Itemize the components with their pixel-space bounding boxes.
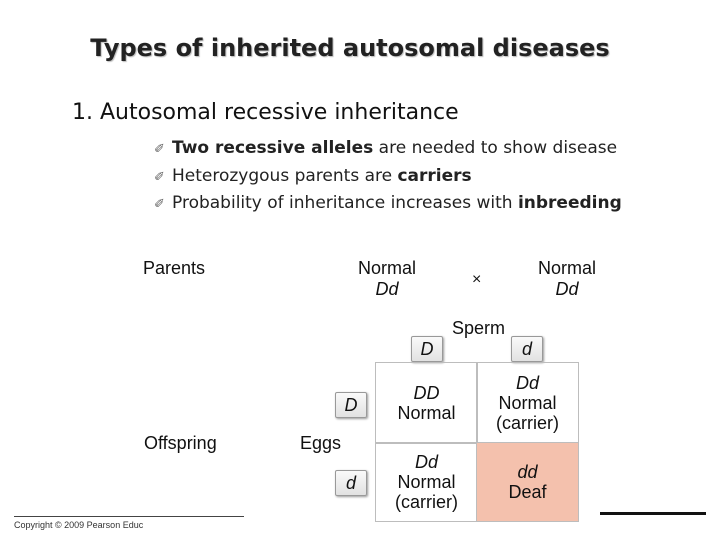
section-heading: 1. Autosomal recessive inheritance xyxy=(72,100,459,125)
slide-title: Types of inherited autosomal diseases xyxy=(90,34,610,62)
bullet-1-bold: Two recessive alleles xyxy=(172,138,374,158)
decorative-line xyxy=(600,512,706,515)
cell-dd: dd Deaf xyxy=(476,442,579,522)
bullet-3-pre: Probability of inheritance increases wit… xyxy=(172,193,518,213)
cell-Dd-bottom-note: (carrier) xyxy=(395,492,458,512)
cell-Dd-bottom-phenotype: Normal xyxy=(397,472,456,492)
parent2: Normal Dd xyxy=(520,258,614,300)
cell-Dd-top-note: (carrier) xyxy=(496,413,559,433)
bullet-1: ✐ Two recessive alleles are needed to sho… xyxy=(154,138,617,158)
triangle-bullet-icon: ✐ xyxy=(154,197,165,212)
bullet-3: ✐ Probability of inheritance increases wi… xyxy=(154,193,622,213)
footer-divider xyxy=(14,516,244,517)
cell-Dd-top-genotype: Dd xyxy=(515,373,539,393)
parent2-phenotype: Normal xyxy=(537,258,596,278)
cell-DD-genotype: DD xyxy=(413,383,440,403)
parents-label: Parents xyxy=(143,258,206,278)
parent1-genotype: Dd xyxy=(375,279,399,299)
cell-Dd-bottom: Dd Normal (carrier) xyxy=(375,442,478,522)
parent1: Normal Dd xyxy=(340,258,434,300)
egg-allele-D: D xyxy=(335,392,367,418)
sperm-label: Sperm xyxy=(452,318,506,338)
bullet-1-post: are needed to show disease xyxy=(373,138,618,158)
bullet-2: ✐ Heterozygous parents are carriers xyxy=(154,166,472,186)
triangle-bullet-icon: ✐ xyxy=(154,142,165,157)
bullet-2-pre: Heterozygous parents are xyxy=(172,166,398,186)
parent1-phenotype: Normal xyxy=(357,258,416,278)
cell-Dd-bottom-genotype: Dd xyxy=(414,452,438,472)
cell-Dd-top-phenotype: Normal xyxy=(498,393,557,413)
cell-DD: DD Normal xyxy=(375,362,478,444)
eggs-label: Eggs xyxy=(300,433,342,453)
egg-allele-d: d xyxy=(335,470,367,496)
cross-symbol: × xyxy=(472,271,482,288)
sperm-allele-d: d xyxy=(511,336,543,362)
cell-Dd-top: Dd Normal (carrier) xyxy=(476,362,579,444)
parent2-genotype: Dd xyxy=(555,279,579,299)
offspring-label: Offspring xyxy=(144,433,217,453)
bullet-2-bold: carriers xyxy=(397,166,472,186)
cell-dd-genotype: dd xyxy=(517,462,538,482)
cell-dd-phenotype: Deaf xyxy=(508,482,547,502)
cell-DD-phenotype: Normal xyxy=(397,403,456,423)
bullet-3-bold: inbreeding xyxy=(517,193,622,213)
sperm-allele-D: D xyxy=(411,336,443,362)
copyright-footer: Copyright © 2009 Pearson Educ xyxy=(14,520,144,530)
triangle-bullet-icon: ✐ xyxy=(154,170,165,185)
